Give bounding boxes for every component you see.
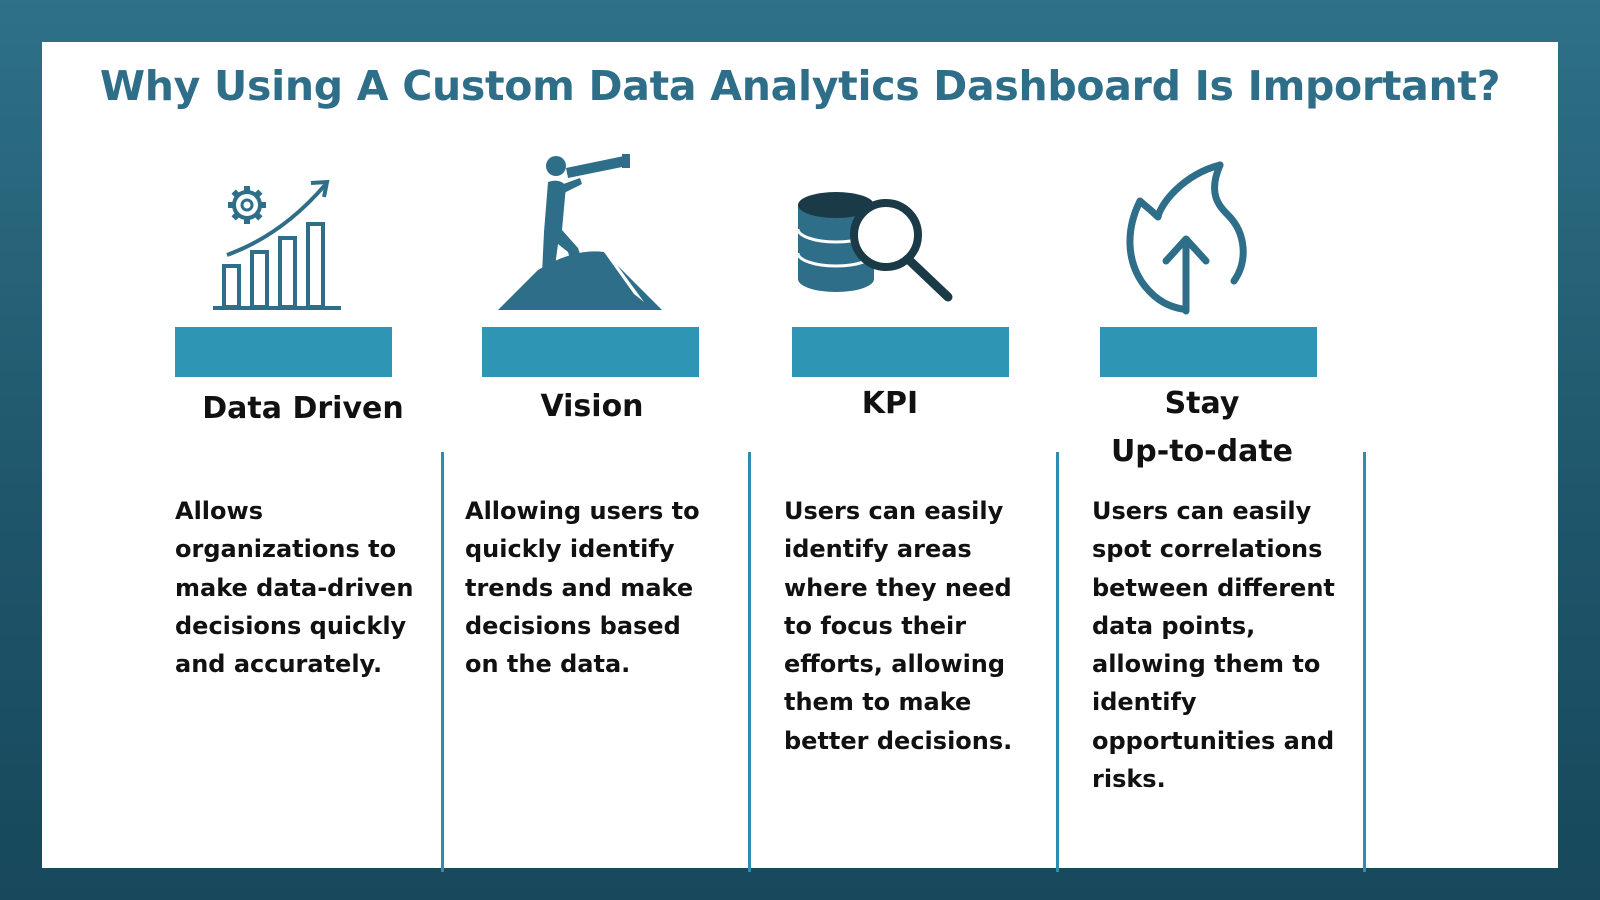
database-search-icon (794, 187, 959, 307)
column-bar-4 (1100, 327, 1317, 377)
column-bar-3 (792, 327, 1009, 377)
flame-arrow-up-icon (1122, 157, 1252, 317)
column-heading-vision: Vision (462, 383, 722, 431)
description-line: between different (1092, 573, 1335, 602)
column-heading-stay-up-to-date: Stay Up-to-date (1072, 380, 1332, 476)
description-line: organizations to (175, 535, 397, 564)
description-line: quickly identify (465, 535, 675, 564)
description-line: risks. (1092, 765, 1166, 794)
column-bar-1 (175, 327, 392, 377)
column-description-1: Allows organizations to make data-driven… (175, 492, 425, 683)
description-line: trends and make (465, 573, 694, 602)
description-line: identify (1092, 688, 1197, 717)
description-line: identify areas (784, 535, 972, 564)
column-description-2: Allowing users to quickly identify trend… (465, 492, 715, 683)
description-line: where they need (784, 573, 1012, 602)
heading-line: Vision (540, 389, 644, 424)
description-line: data points, (1092, 611, 1256, 640)
description-line: Allowing users to (465, 497, 700, 525)
description-line: allowing them to (1092, 650, 1321, 679)
description-line: Allows (175, 497, 263, 525)
description-line: opportunities and (1092, 726, 1335, 755)
column-description-4: Users can easily spot correlations betwe… (1092, 492, 1342, 798)
description-line: on the data. (465, 650, 631, 679)
description-line: spot correlations (1092, 535, 1323, 564)
description-line: Users can easily (1092, 497, 1312, 525)
description-line: efforts, allowing (784, 650, 1006, 679)
column-divider-1 (441, 452, 444, 872)
page-title: Why Using A Custom Data Analytics Dashbo… (99, 62, 1501, 110)
description-line: and accurately. (175, 650, 383, 679)
description-line: better decisions. (784, 726, 1013, 755)
heading-line: Stay (1164, 386, 1240, 421)
column-divider-4 (1363, 452, 1366, 872)
heading-line: Data Driven (202, 391, 404, 426)
column-divider-3 (1056, 452, 1059, 872)
description-line: Users can easily (784, 497, 1004, 525)
description-line: decisions based (465, 611, 681, 640)
column-heading-kpi: KPI (760, 380, 1020, 428)
column-description-3: Users can easily identify areas where th… (784, 492, 1034, 760)
column-divider-2 (748, 452, 751, 872)
heading-line: KPI (861, 386, 919, 421)
heading-line: Up-to-date (1110, 434, 1294, 469)
description-line: make data-driven (175, 573, 414, 602)
column-heading-data-driven: Data Driven (173, 385, 433, 433)
telescope-person-icon (494, 152, 664, 312)
description-line: decisions quickly (175, 611, 407, 640)
infographic-card: Why Using A Custom Data Analytics Dashbo… (42, 42, 1558, 872)
column-bar-2 (482, 327, 699, 377)
description-line: to focus their (784, 611, 967, 640)
growth-chart-gear-icon (207, 167, 347, 312)
description-line: them to make (784, 688, 972, 717)
